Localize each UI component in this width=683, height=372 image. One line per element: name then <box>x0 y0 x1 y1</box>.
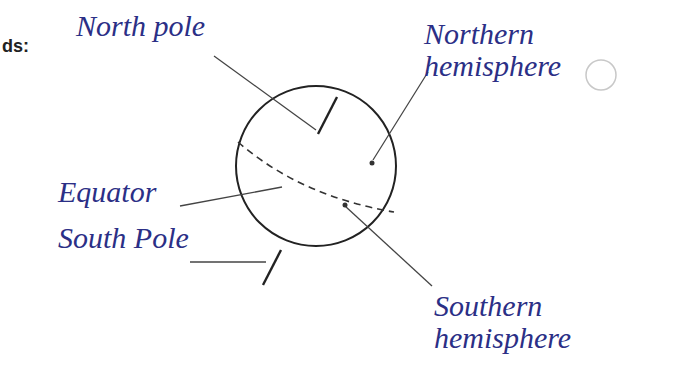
heading-fragment: ds: <box>2 30 29 62</box>
leader-line <box>214 56 316 130</box>
leader-dot <box>370 161 375 166</box>
leader-line <box>373 72 428 160</box>
leader-line <box>180 187 282 206</box>
part-label: South Pole <box>58 222 189 254</box>
leader-dot <box>343 203 348 208</box>
equator-line <box>238 142 394 212</box>
leader-line <box>345 206 432 286</box>
part-label: Southern hemisphere <box>434 290 604 354</box>
north-pole-axis <box>318 97 337 134</box>
part-label: Northern hemisphere <box>424 18 594 82</box>
globe-outline <box>236 86 396 246</box>
mark-circle <box>586 60 616 90</box>
part-label: North pole <box>76 10 205 42</box>
part-label: Equator <box>58 176 156 208</box>
leader-line <box>190 261 266 262</box>
south-pole-axis <box>263 250 281 285</box>
